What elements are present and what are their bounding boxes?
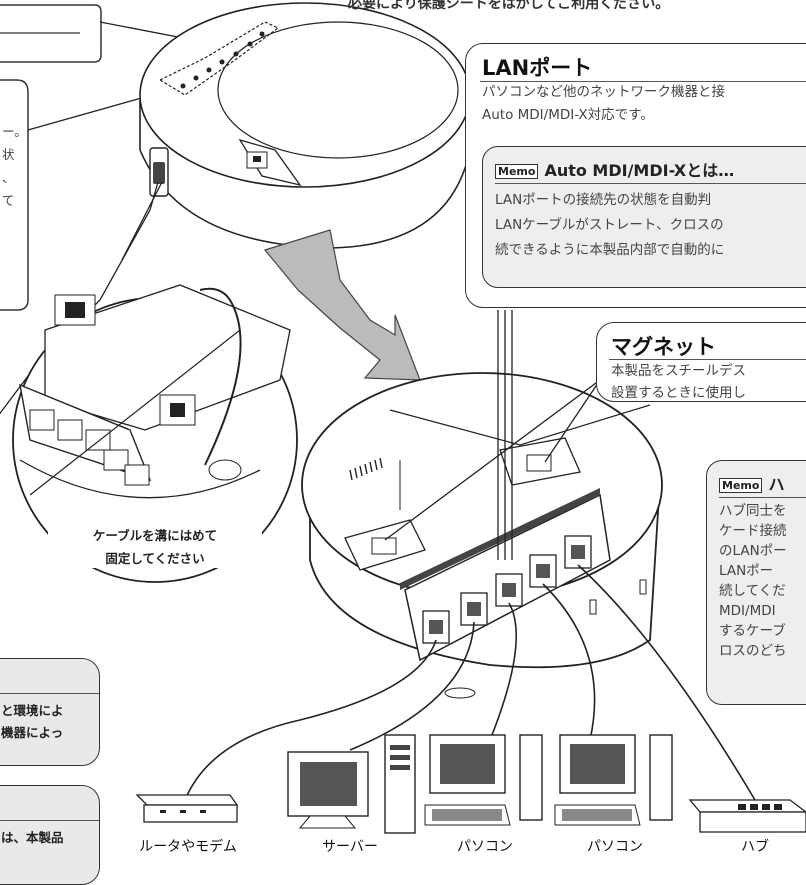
left-box3: は、本製品: [0, 785, 100, 885]
top-notice: 必要により保護シートをはがしてご利用ください。: [348, 0, 670, 12]
memo-icon: Memo: [495, 164, 539, 179]
lan-port-box: LANポート パソコンなど他のネットワーク機器と接 Auto MDI/MDI-X…: [465, 43, 806, 308]
memo-hub-icon: Memo: [719, 478, 763, 493]
pc-icon-2: [554, 734, 673, 826]
illustration: [0, 2, 806, 834]
lan-port-line1: パソコンなど他のネットワーク機器と接: [482, 84, 725, 100]
device-label-server: サーバー: [322, 839, 378, 855]
router-main: [301, 372, 663, 699]
router-top-view: [139, 2, 471, 249]
zoom-circle: [12, 284, 298, 583]
router-modem-icon: [135, 794, 239, 823]
hub-icon: [688, 799, 806, 833]
device-label-pc2: パソコン: [587, 839, 643, 855]
device-label-router: ルータやモデム: [139, 839, 237, 855]
server-icon: [287, 734, 416, 834]
circle-caption: ケーブルを溝にはめて 固定してください: [92, 528, 218, 566]
device-label-pc1: パソコン: [457, 839, 513, 855]
lan-port-line2: Auto MDI/MDI-X対応です。: [482, 107, 654, 123]
left-box1-text: ー。状 、て: [2, 124, 27, 208]
left-box3-text: は、本製品: [1, 830, 64, 845]
left-box2-text: と環境によ機器によっ: [1, 703, 64, 740]
memo-auto-title: Auto MDI/MDI-Xとは…: [544, 161, 735, 180]
device-label-hub: ハブ: [741, 839, 769, 855]
memo-hub-title: ハ: [768, 475, 785, 494]
lan-port-title: LANポート: [482, 56, 593, 80]
arrow-icon: [263, 229, 421, 381]
magnet-text: 本製品をスチールデス設置するときに使用し: [611, 363, 746, 401]
left-box2: と環境によ機器によっ: [0, 658, 100, 766]
pc-icon-1: [424, 734, 543, 826]
magnet-box: マグネット 本製品をスチールデス設置するときに使用し: [596, 322, 806, 402]
magnet-title: マグネット: [611, 335, 716, 359]
left-box-mid: [0, 79, 29, 311]
